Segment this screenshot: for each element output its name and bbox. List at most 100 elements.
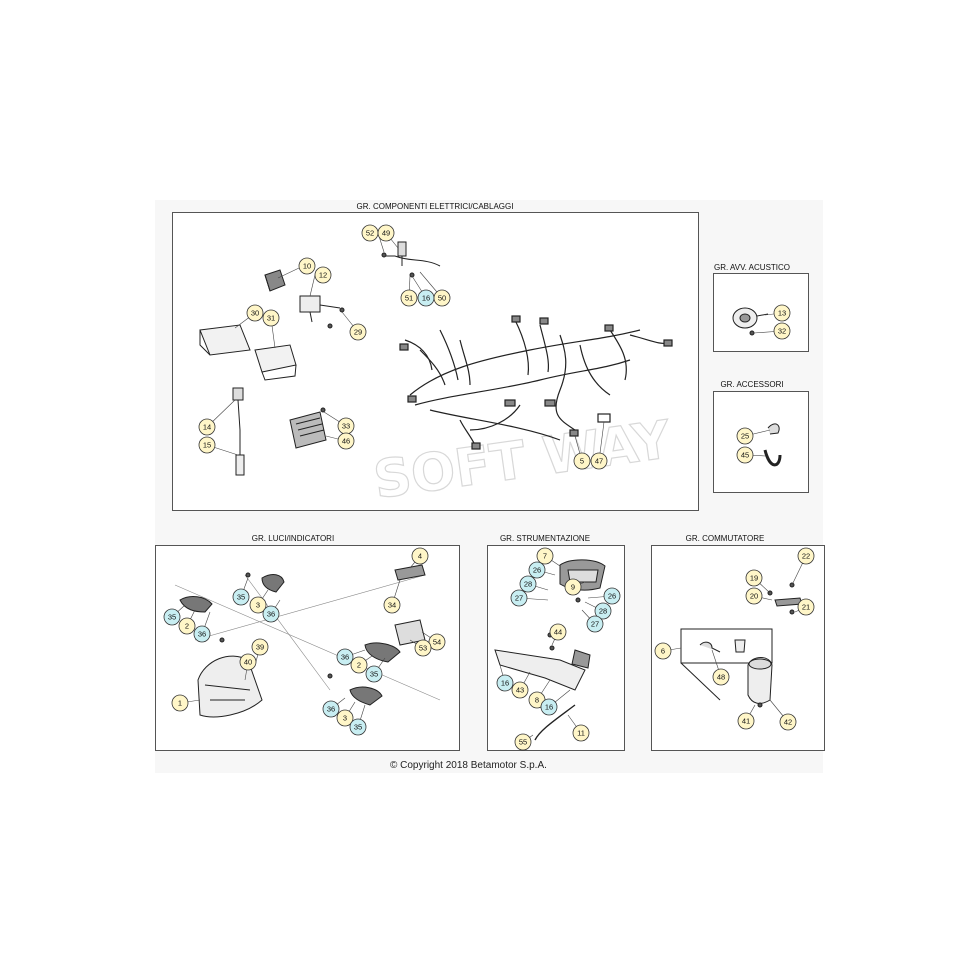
callout-15: 15 bbox=[198, 436, 216, 454]
svg-text:42: 42 bbox=[784, 718, 792, 727]
svg-text:46: 46 bbox=[342, 437, 350, 446]
callout-31: 31 bbox=[262, 309, 280, 327]
callout-43: 43 bbox=[511, 681, 529, 699]
svg-text:1: 1 bbox=[178, 699, 182, 708]
callout-46: 46 bbox=[337, 432, 355, 450]
callout-52: 52 bbox=[361, 224, 379, 242]
svg-text:28: 28 bbox=[524, 580, 532, 589]
svg-text:16: 16 bbox=[422, 294, 430, 303]
svg-text:10: 10 bbox=[303, 262, 311, 271]
svg-text:2: 2 bbox=[185, 622, 189, 631]
svg-text:55: 55 bbox=[519, 738, 527, 747]
callout-29: 29 bbox=[349, 323, 367, 341]
callout-27: 27 bbox=[510, 589, 528, 607]
callout-51: 51 bbox=[400, 289, 418, 307]
callout-36: 36 bbox=[336, 648, 354, 666]
svg-text:26: 26 bbox=[608, 592, 616, 601]
callout-16: 16 bbox=[540, 698, 558, 716]
svg-text:45: 45 bbox=[741, 451, 749, 460]
svg-text:35: 35 bbox=[354, 723, 362, 732]
svg-text:16: 16 bbox=[545, 703, 553, 712]
svg-text:49: 49 bbox=[382, 229, 390, 238]
svg-text:29: 29 bbox=[354, 328, 362, 337]
svg-text:51: 51 bbox=[405, 294, 413, 303]
svg-text:27: 27 bbox=[515, 594, 523, 603]
svg-text:26: 26 bbox=[533, 566, 541, 575]
svg-text:2: 2 bbox=[357, 661, 361, 670]
callout-35: 35 bbox=[365, 665, 383, 683]
svg-text:5: 5 bbox=[580, 457, 584, 466]
svg-text:43: 43 bbox=[516, 686, 524, 695]
svg-text:35: 35 bbox=[370, 670, 378, 679]
callout-12: 12 bbox=[314, 266, 332, 284]
svg-text:41: 41 bbox=[742, 717, 750, 726]
svg-text:11: 11 bbox=[577, 729, 585, 738]
callout-50: 50 bbox=[433, 289, 451, 307]
svg-text:12: 12 bbox=[319, 271, 327, 280]
callout-36: 36 bbox=[193, 625, 211, 643]
svg-text:36: 36 bbox=[198, 630, 206, 639]
ignition-switch-parts bbox=[680, 582, 803, 708]
svg-text:3: 3 bbox=[256, 601, 260, 610]
svg-text:14: 14 bbox=[203, 423, 211, 432]
title-luci-indicatori: GR. LUCI/INDICATORI bbox=[251, 534, 335, 543]
svg-text:8: 8 bbox=[535, 696, 539, 705]
svg-text:16: 16 bbox=[501, 679, 509, 688]
callout-20: 20 bbox=[745, 587, 763, 605]
svg-text:36: 36 bbox=[341, 653, 349, 662]
light-parts bbox=[174, 564, 441, 718]
svg-text:21: 21 bbox=[802, 603, 810, 612]
horn-part bbox=[732, 307, 769, 336]
svg-text:9: 9 bbox=[571, 583, 575, 592]
callout-2: 2 bbox=[350, 656, 368, 674]
callout-26: 26 bbox=[528, 561, 546, 579]
callout-54: 54 bbox=[428, 633, 446, 651]
callout-16: 16 bbox=[417, 289, 435, 307]
callout-44: 44 bbox=[549, 623, 567, 641]
ignition-coil-part bbox=[232, 387, 245, 476]
callout-22: 22 bbox=[797, 547, 815, 565]
accessory-parts bbox=[763, 423, 782, 467]
svg-text:19: 19 bbox=[750, 574, 758, 583]
svg-text:44: 44 bbox=[554, 628, 562, 637]
watermark: SOFT WAY bbox=[369, 409, 676, 511]
callout-53: 53 bbox=[414, 639, 432, 657]
callout-55: 55 bbox=[514, 733, 532, 751]
callout-33: 33 bbox=[337, 417, 355, 435]
watermark-text: SOFT WAY bbox=[370, 410, 675, 511]
callout-47: 47 bbox=[590, 452, 608, 470]
relay-part bbox=[264, 269, 286, 292]
svg-text:35: 35 bbox=[237, 593, 245, 602]
callout-41: 41 bbox=[737, 712, 755, 730]
callout-28: 28 bbox=[519, 575, 537, 593]
callout-27: 27 bbox=[586, 615, 604, 633]
callouts: 52 49 51 16 50 10 12 30 31 29 14 15 33 4… bbox=[163, 224, 815, 751]
callout-32: 32 bbox=[773, 322, 791, 340]
callout-3: 3 bbox=[336, 709, 354, 727]
callout-5: 5 bbox=[573, 452, 591, 470]
svg-text:22: 22 bbox=[802, 552, 810, 561]
switch-cable-part bbox=[381, 241, 441, 278]
svg-text:34: 34 bbox=[388, 601, 396, 610]
title-accessori: GR. ACCESSORI bbox=[720, 380, 784, 389]
callout-19: 19 bbox=[745, 569, 763, 587]
svg-text:48: 48 bbox=[717, 673, 725, 682]
svg-text:39: 39 bbox=[256, 643, 264, 652]
svg-text:35: 35 bbox=[168, 613, 176, 622]
callout-1: 1 bbox=[171, 694, 189, 712]
svg-text:32: 32 bbox=[778, 327, 786, 336]
panel-avv-acustico bbox=[713, 273, 809, 352]
electrical-parts bbox=[199, 241, 673, 476]
ecu-part bbox=[199, 324, 297, 381]
callout-10: 10 bbox=[298, 257, 316, 275]
svg-text:13: 13 bbox=[778, 309, 786, 318]
callout-6: 6 bbox=[654, 642, 672, 660]
svg-text:54: 54 bbox=[433, 638, 441, 647]
callout-14: 14 bbox=[198, 418, 216, 436]
svg-text:31: 31 bbox=[267, 314, 275, 323]
svg-text:33: 33 bbox=[342, 422, 350, 431]
callout-16: 16 bbox=[496, 674, 514, 692]
callout-36: 36 bbox=[322, 700, 340, 718]
title-avv-acustico: GR. AVV. ACUSTICO bbox=[713, 263, 791, 272]
